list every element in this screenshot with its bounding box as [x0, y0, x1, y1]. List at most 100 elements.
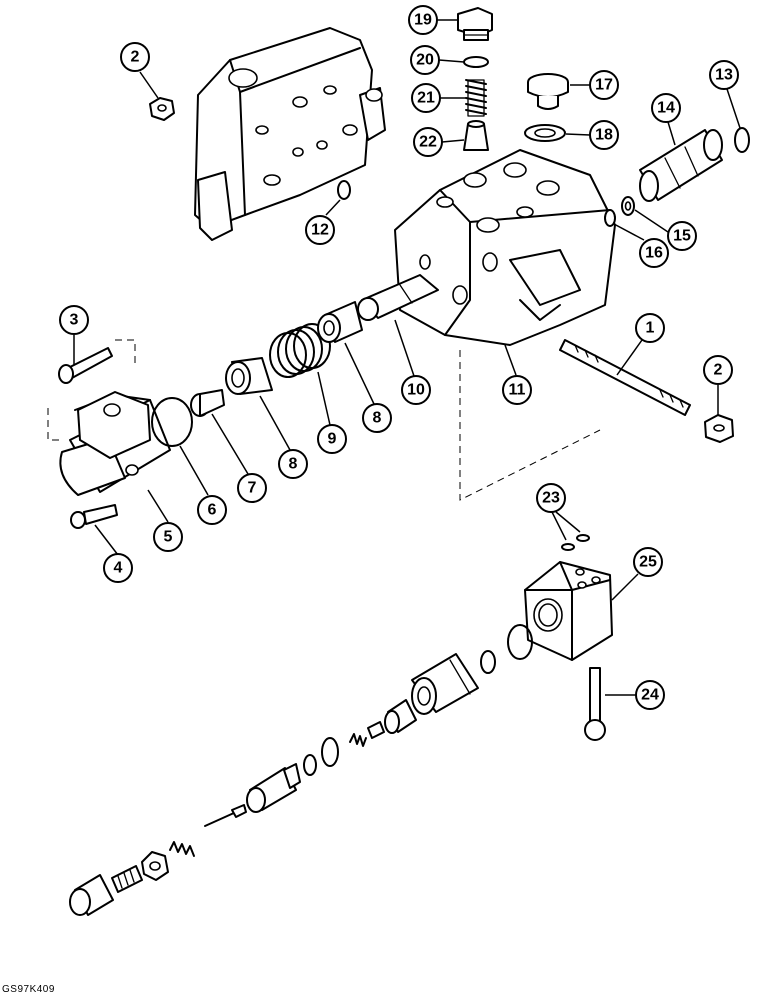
adjuster-nut	[141, 851, 169, 881]
callout-17: 17	[570, 70, 619, 100]
o-ring-12	[337, 180, 351, 200]
spring-seat-8-right	[317, 301, 363, 343]
svg-text:24: 24	[641, 687, 659, 704]
callout-7: 7	[211, 413, 267, 503]
poppet-22	[463, 120, 489, 151]
svg-text:17: 17	[595, 77, 613, 94]
svg-text:14: 14	[657, 100, 675, 117]
alignment-line-center	[459, 350, 601, 501]
callout-25: 25	[611, 547, 663, 601]
svg-text:1: 1	[646, 320, 655, 337]
plug-17	[527, 73, 569, 110]
relief-sleeve	[384, 699, 417, 734]
svg-text:15: 15	[673, 228, 691, 245]
svg-text:2: 2	[131, 49, 140, 66]
callout-22: 22	[413, 127, 465, 157]
adjuster-body	[246, 763, 301, 813]
callout-11: 11	[502, 344, 532, 405]
svg-text:22: 22	[419, 134, 437, 151]
callout-20: 20	[410, 45, 465, 75]
svg-text:5: 5	[164, 529, 173, 546]
svg-text:23: 23	[542, 490, 560, 507]
svg-text:20: 20	[416, 52, 434, 69]
callout-8-right: 8	[344, 342, 392, 433]
callout-16: 16	[613, 223, 669, 268]
tie-rod	[559, 339, 691, 416]
o-rings-23	[561, 534, 590, 551]
relief-valve-body	[411, 653, 479, 715]
callout-2-top: 2	[120, 42, 159, 99]
callout-15: 15	[634, 209, 697, 251]
cap-screw-24	[584, 667, 606, 741]
cap-screw-4	[70, 504, 118, 529]
spool-stop-7	[190, 389, 225, 417]
adjuster-screw	[111, 865, 143, 893]
callout-1: 1	[616, 313, 665, 376]
callout-18: 18	[565, 120, 619, 150]
svg-text:13: 13	[715, 67, 733, 84]
callout-4: 4	[94, 524, 133, 583]
callout-23: 23	[536, 483, 581, 541]
callout-5: 5	[147, 489, 183, 552]
spring-seat-8-left	[225, 357, 273, 395]
callout-24: 24	[605, 680, 665, 710]
callout-2-right: 2	[703, 355, 733, 415]
relief-spring-small	[349, 733, 367, 747]
port-block-25	[524, 561, 613, 661]
o-ring-lower-2	[480, 650, 496, 674]
plug-19	[457, 7, 493, 41]
spring-9	[269, 323, 331, 378]
svg-text:4: 4	[114, 560, 123, 577]
o-ring-13	[734, 127, 750, 153]
spring-21	[465, 79, 487, 117]
valve-section-body	[394, 149, 616, 346]
o-ring-6	[151, 397, 193, 447]
callout-8-left: 8	[259, 395, 308, 479]
callout-12: 12	[305, 199, 341, 245]
callout-13: 13	[709, 60, 741, 129]
svg-text:11: 11	[509, 382, 526, 399]
spool-14	[639, 129, 723, 202]
callout-19: 19	[408, 5, 458, 35]
o-ring-lower-3	[321, 737, 339, 767]
end-cover-casting	[194, 27, 386, 241]
svg-text:25: 25	[639, 554, 657, 571]
seal-18	[524, 124, 566, 142]
o-ring-lower-1	[507, 624, 533, 660]
callout-10: 10	[394, 319, 431, 405]
cap-screw-3	[58, 347, 113, 384]
svg-text:10: 10	[407, 382, 425, 399]
svg-text:19: 19	[414, 12, 432, 29]
svg-text:7: 7	[248, 480, 257, 497]
alignment-line-left	[47, 408, 62, 441]
seal-16	[604, 209, 616, 227]
adjuster-pin	[204, 804, 247, 827]
callout-9: 9	[317, 371, 347, 454]
acorn-cap	[69, 874, 114, 916]
svg-text:16: 16	[645, 245, 663, 262]
svg-text:18: 18	[595, 127, 613, 144]
callout-6: 6	[179, 445, 227, 525]
callout-21: 21	[411, 83, 466, 113]
svg-text:3: 3	[70, 312, 79, 329]
svg-text:9: 9	[328, 431, 337, 448]
o-ring-lower-4	[303, 754, 317, 776]
nut-right	[704, 414, 734, 443]
o-ring-20	[463, 56, 489, 68]
callout-3: 3	[59, 305, 89, 365]
svg-text:8: 8	[289, 456, 298, 473]
svg-text:12: 12	[311, 222, 329, 239]
svg-text:8: 8	[373, 410, 382, 427]
svg-text:2: 2	[714, 362, 723, 379]
svg-text:21: 21	[417, 90, 435, 107]
adjuster-spring	[169, 841, 195, 857]
callout-14: 14	[651, 93, 681, 146]
svg-text:6: 6	[208, 502, 217, 519]
drawing-reference-code: GS97K409	[2, 984, 55, 995]
nut-top	[149, 97, 175, 121]
ring-15	[621, 196, 635, 216]
spring-cap-5	[59, 391, 171, 496]
spool-10	[357, 274, 439, 321]
relief-poppet	[367, 721, 385, 739]
